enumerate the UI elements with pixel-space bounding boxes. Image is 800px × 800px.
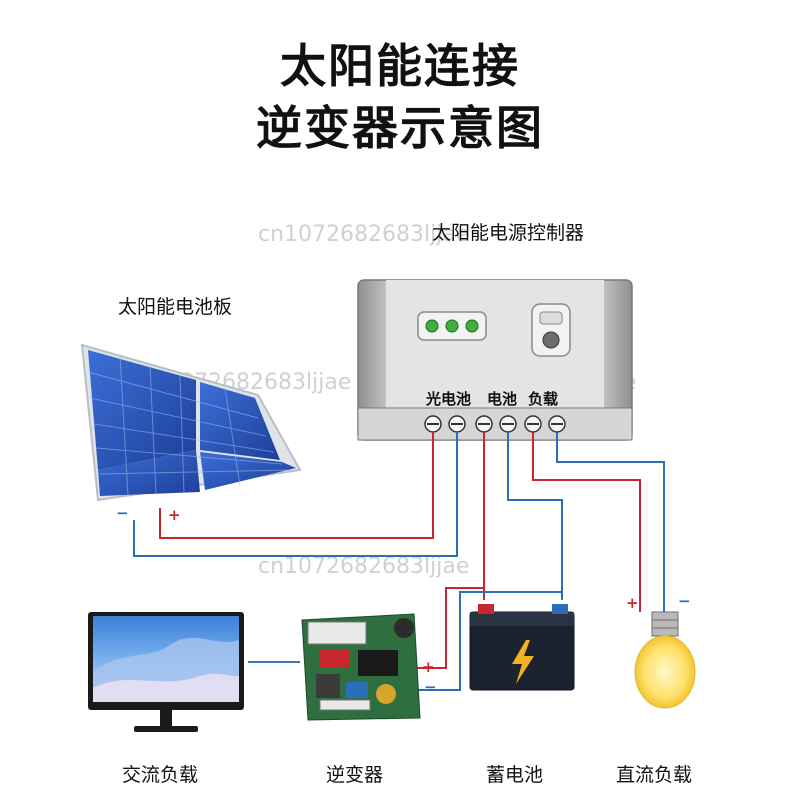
circuit-board-icon <box>301 613 421 721</box>
dc-load-label: 直流负载 <box>616 764 693 786</box>
wire-panel-positive <box>159 432 434 539</box>
battery-icon <box>469 604 575 691</box>
diagram-title-line-1: 太阳能连接 <box>280 39 520 93</box>
battery-label: 蓄电池 <box>486 764 544 786</box>
watermark: cn1072682683ljjae <box>258 554 470 579</box>
charge-controller-icon <box>357 279 633 441</box>
wire-inverter-positive <box>414 587 484 669</box>
terminal-label-battery: 电池 <box>487 390 518 408</box>
wire-load-negative <box>556 432 665 612</box>
terminal-label-load: 负载 <box>528 390 559 408</box>
controller-label: 太阳能电源控制器 <box>432 222 585 244</box>
solar-panel-label: 太阳能电池板 <box>118 296 233 318</box>
inverter-positive-sign: + <box>422 658 435 676</box>
ac-load-label: 交流负载 <box>122 764 199 786</box>
panel-negative-sign: − <box>116 504 129 522</box>
wire-load-positive <box>532 432 641 612</box>
diagram-title-line-2: 逆变器示意图 <box>256 101 544 155</box>
watermark: cn1072682683ljjae <box>258 222 470 247</box>
solar-panel-icon <box>80 343 302 502</box>
inverter-negative-sign: − <box>424 678 437 696</box>
dc-load-positive-sign: + <box>626 594 639 612</box>
wire-battery-negative <box>507 432 563 600</box>
wire-panel-negative <box>133 432 458 557</box>
dc-load-negative-sign: − <box>678 592 691 610</box>
terminal-screws <box>424 415 566 433</box>
terminal-label-pv: 光电池 <box>426 390 472 408</box>
monitor-icon <box>88 612 244 732</box>
panel-positive-sign: + <box>168 506 181 524</box>
inverter-label: 逆变器 <box>326 764 384 786</box>
light-bulb-icon <box>634 611 696 709</box>
wires <box>133 432 665 691</box>
wire-inverter-negative <box>414 588 563 691</box>
